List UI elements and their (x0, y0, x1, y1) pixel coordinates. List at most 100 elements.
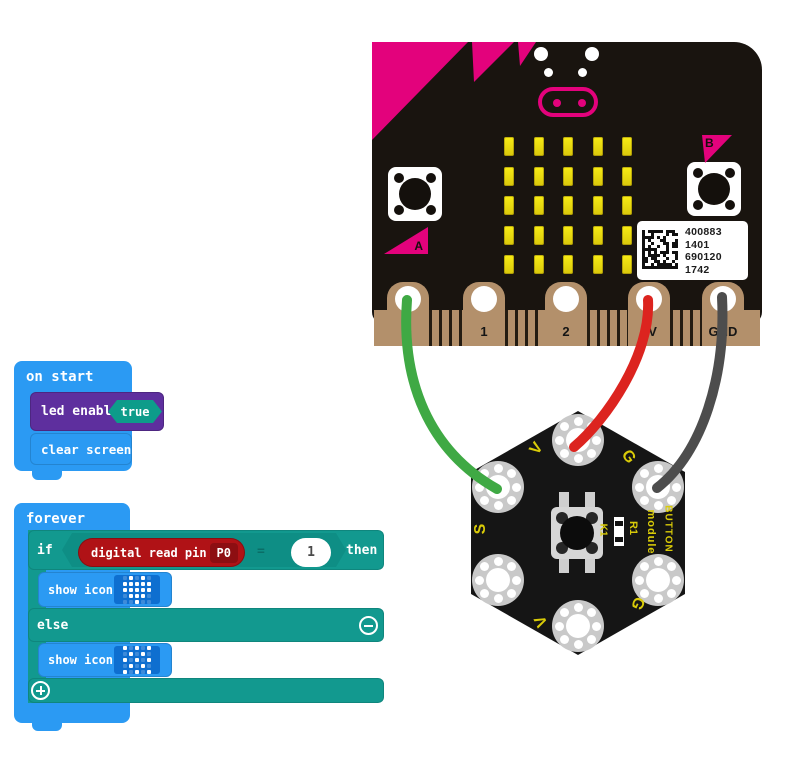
else-row[interactable] (28, 608, 384, 642)
on-start-label: on start (26, 369, 94, 385)
pin-0-label: 0 (404, 324, 412, 339)
comparison-value: 1 (307, 545, 315, 560)
led (504, 196, 514, 215)
module-key-label: K1 (597, 523, 609, 537)
module-name-line1: BUTTON (662, 505, 674, 553)
operator-dropdown[interactable]: = (257, 544, 265, 559)
led (622, 196, 632, 215)
datamatrix-barcode (642, 230, 678, 269)
edge-connector-pins (587, 310, 628, 346)
sticker-line: 400883 (685, 226, 722, 238)
edge-connector-pins (670, 310, 702, 346)
led (592, 137, 603, 156)
true-value-label: true (120, 404, 150, 419)
module-label-s: S (472, 523, 489, 535)
button-a-label: A (414, 239, 423, 253)
face-small-dot-right (578, 68, 587, 77)
pin-1-hole (471, 286, 497, 312)
true-value-dropdown[interactable]: true (108, 400, 162, 423)
button-leg (559, 556, 569, 573)
pin-2-label: 2 (562, 324, 570, 339)
pin-3v-label: 3V (641, 324, 657, 339)
button-a (388, 167, 442, 221)
pin-gnd-label: GND (708, 324, 738, 339)
led (622, 166, 632, 186)
remove-branch-button[interactable] (359, 616, 378, 635)
show-icon-label: show icon (48, 653, 114, 667)
face-dot-right (585, 47, 599, 61)
microbit-logo-sawtooth (372, 42, 536, 140)
clear-screen-label: clear screen (41, 441, 132, 457)
sticker-line: 690120 (685, 251, 722, 263)
show-icon-block-else[interactable]: show icon (38, 643, 172, 677)
forever-bottom-tab (32, 723, 62, 731)
led (533, 196, 544, 215)
led (563, 225, 573, 245)
if-label: if (37, 543, 53, 558)
pin-1-label: 1 (480, 324, 488, 339)
pin-3v-hole (636, 286, 662, 312)
led (563, 137, 573, 156)
led (504, 225, 514, 245)
edge-connector-pins (505, 310, 545, 346)
led (592, 255, 603, 274)
show-icon-block-then[interactable]: show icon (38, 572, 172, 607)
heart-icon (123, 575, 151, 604)
led (592, 225, 603, 245)
edge-connector-pins (429, 310, 463, 346)
show-icon-label: show icon (48, 582, 114, 597)
digital-read-pin-block[interactable]: digital read pin P0 (78, 538, 245, 567)
then-label: then (346, 543, 378, 558)
chessboard-icon (123, 646, 151, 674)
clear-screen-block[interactable]: clear screen (30, 433, 132, 465)
module-pad-unlabeled (472, 554, 524, 606)
led (622, 137, 632, 156)
pin-dropdown[interactable]: P0 (209, 542, 238, 563)
button-leg (585, 492, 595, 509)
led (622, 225, 632, 245)
pin-2-hole (553, 286, 579, 312)
forever-label: forever (26, 511, 86, 527)
led (533, 225, 544, 245)
led (533, 137, 544, 156)
if-block-bottom-row (28, 678, 384, 703)
button-leg (585, 556, 595, 573)
led (622, 255, 632, 274)
resistor-r1 (614, 517, 624, 546)
icon-field-chessboard[interactable] (114, 646, 160, 674)
module-pad-v-top (552, 414, 604, 466)
sticker-line: 1401 (685, 238, 710, 251)
module-pad-s-signal (472, 461, 524, 513)
led-enable-label: led enable (41, 404, 120, 419)
module-pad-g-lower-right (632, 554, 684, 606)
led (563, 255, 573, 274)
on-start-bottom-tab (32, 471, 62, 480)
tactile-button (551, 507, 603, 559)
led (504, 255, 514, 274)
serial-sticker: 400883 1401 690120 1742 (637, 221, 748, 280)
else-label: else (37, 618, 69, 633)
digital-read-pin-label: digital read pin (91, 545, 207, 560)
button-leg (559, 492, 569, 509)
add-branch-button[interactable] (31, 681, 50, 700)
module-pad-v-bottom (552, 600, 604, 652)
pin-gnd-hole (710, 286, 736, 312)
led (592, 166, 603, 186)
module-name-line2: module (645, 509, 657, 555)
resistor-label: R1 (627, 520, 639, 536)
led (504, 166, 514, 186)
button-b (687, 162, 741, 216)
led (592, 196, 603, 215)
led (533, 255, 544, 274)
led-enable-block[interactable]: led enable true (30, 392, 164, 431)
pig-nose-logo (538, 87, 598, 117)
led (533, 166, 544, 186)
icon-field-heart[interactable] (114, 575, 160, 604)
comparison-value-input[interactable]: 1 (291, 538, 331, 567)
led-matrix (504, 137, 632, 274)
face-dot-left (534, 47, 548, 61)
led (563, 196, 573, 215)
sticker-line: 1742 (685, 263, 710, 276)
led (563, 166, 573, 186)
